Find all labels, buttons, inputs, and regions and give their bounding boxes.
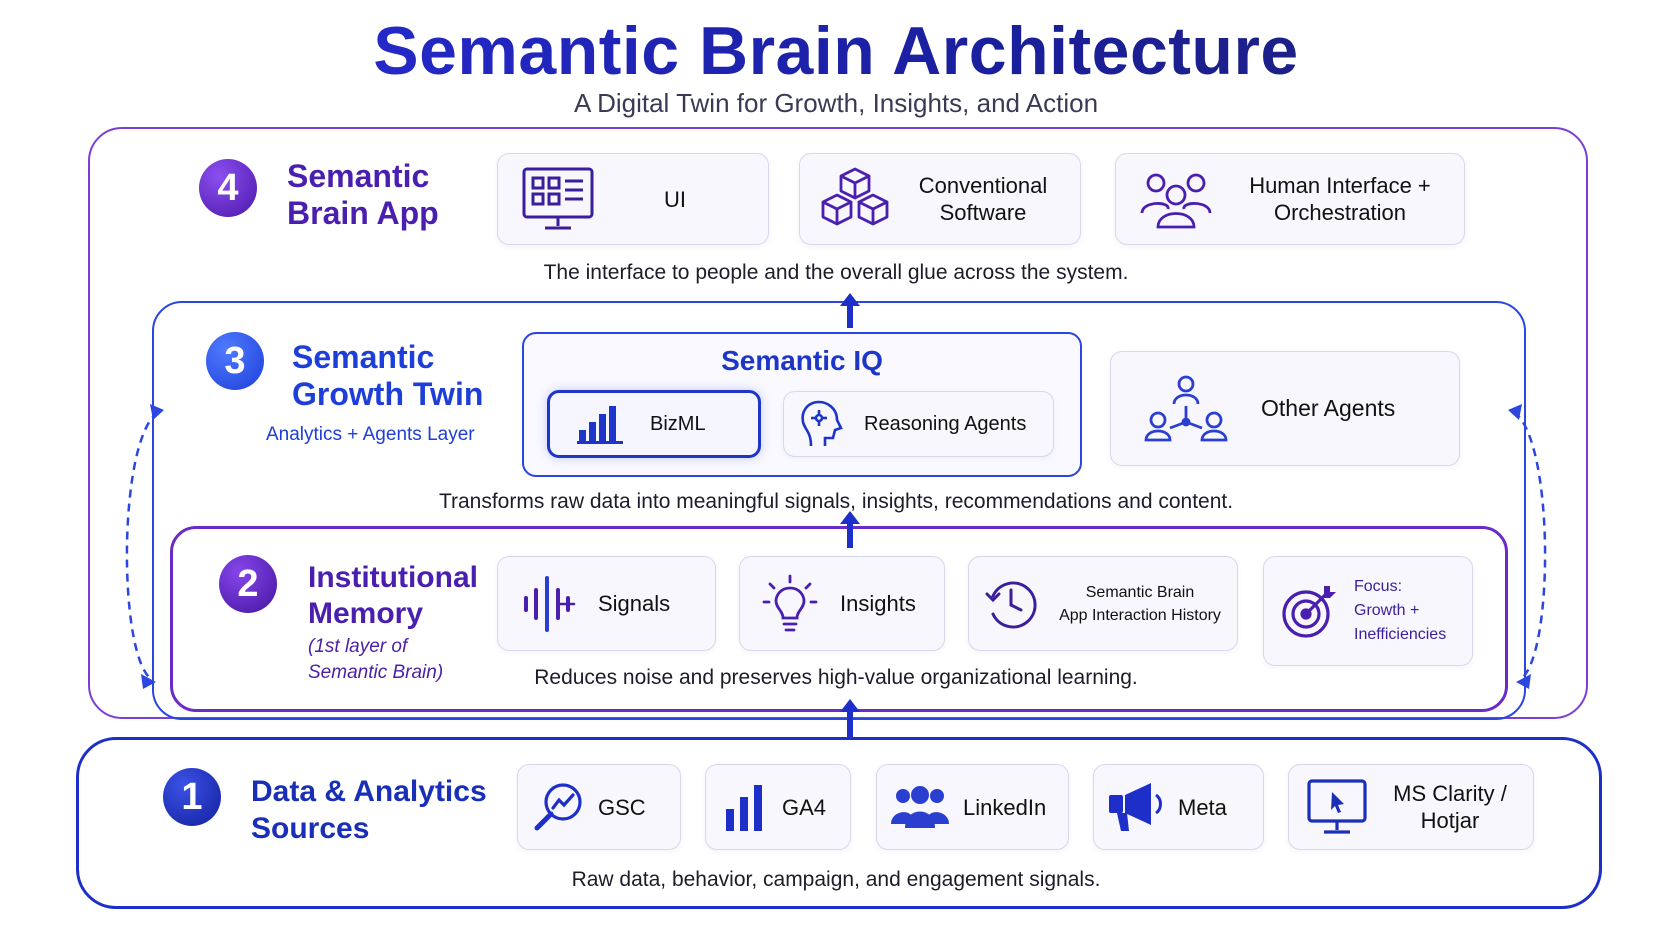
other-agents-card[interactable]: Other Agents [1110, 351, 1460, 466]
layer-3-subtitle: Analytics + Agents Layer [266, 424, 475, 445]
feedback-loop-left [125, 404, 164, 689]
bizml-card[interactable]: BizML [547, 390, 761, 458]
semantic-iq-title: Semantic IQ [721, 345, 883, 376]
conventional-software-card[interactable]: Conventional Software [799, 153, 1081, 245]
arrow-up-icon [840, 293, 860, 328]
focus-label: Focus: Growth + Inefficiencies [1354, 578, 1447, 643]
people-group-icon [1116, 169, 1236, 229]
layer-3-description: Transforms raw data into meaningful sign… [438, 490, 1234, 513]
layer-2-description: Reduces noise and preserves high-value o… [534, 666, 1138, 689]
meta-label: Meta [1178, 794, 1227, 820]
bizml-label: BizML [650, 412, 706, 435]
page-title: Semantic Brain Architecture [0, 12, 1672, 90]
focus-card[interactable]: Focus: Growth + Inefficiencies [1263, 556, 1473, 666]
layer-1-frame [76, 737, 1602, 909]
interaction-history-label: Semantic Brain App Interaction History [1059, 583, 1221, 624]
people-icon [877, 786, 963, 828]
megaphone-icon [1094, 781, 1178, 833]
meta-card[interactable]: Meta [1093, 764, 1264, 850]
layer-2-title: Institutional Memory [308, 561, 478, 630]
feedback-loop-right [1508, 404, 1547, 689]
history-clock-icon [969, 576, 1053, 632]
ga4-label: GA4 [782, 794, 827, 820]
ga4-card[interactable]: GA4 [705, 764, 851, 850]
page-subtitle: A Digital Twin for Growth, Insights, and… [573, 88, 1099, 118]
agent-network-icon [1111, 374, 1261, 444]
linkedin-label: LinkedIn [963, 794, 1047, 820]
signals-card[interactable]: Signals [497, 556, 716, 651]
interaction-history-card[interactable]: Semantic Brain App Interaction History [968, 556, 1238, 651]
layer-1-description: Raw data, behavior, campaign, and engage… [571, 868, 1101, 891]
waveform-icon [498, 575, 598, 632]
reasoning-agents-label: Reasoning Agents [864, 412, 1027, 435]
monitor-cursor-icon [1289, 778, 1385, 836]
ui-card[interactable]: UI [497, 153, 769, 245]
other-agents-label: Other Agents [1261, 395, 1396, 421]
layer-2-frame [170, 526, 1508, 712]
conventional-software-label: Conventional Software [918, 173, 1048, 225]
layer-1-title: Data & Analytics Sources [251, 775, 487, 845]
layer-3-frame [152, 301, 1526, 720]
search-trend-icon [518, 780, 598, 834]
ui-label: UI [664, 186, 686, 212]
ms-clarity-card[interactable]: MS Clarity / Hotjar [1288, 764, 1534, 850]
layer-3-badge: 3 [206, 332, 264, 390]
arrow-up-icon [840, 699, 860, 738]
layer-2-badge: 2 [219, 555, 277, 613]
signals-label: Signals [598, 591, 671, 616]
layer-3-title: Semantic Growth Twin [292, 339, 484, 412]
monitor-dashboard-icon [498, 166, 618, 232]
ms-clarity-label: MS Clarity / Hotjar [1393, 781, 1507, 833]
layer-4-title: Semantic Brain App [287, 158, 439, 231]
cubes-icon [800, 165, 910, 233]
insights-card[interactable]: Insights [739, 556, 945, 651]
target-icon [1264, 582, 1354, 640]
arrow-up-icon [840, 511, 860, 548]
bar-chart-icon [550, 404, 650, 444]
human-interface-card[interactable]: Human Interface + Orchestration [1115, 153, 1465, 245]
linkedin-card[interactable]: LinkedIn [876, 764, 1069, 850]
bar-chart-icon [706, 783, 782, 831]
layer-4-badge: 4 [199, 159, 257, 217]
reasoning-agents-card[interactable]: Reasoning Agents [783, 391, 1054, 457]
gsc-label: GSC [598, 794, 646, 820]
layer-2-subtitle: (1st layer of Semantic Brain) [308, 636, 444, 683]
gsc-card[interactable]: GSC [517, 764, 681, 850]
layer-4-description: The interface to people and the overall … [543, 261, 1129, 284]
brain-head-icon [784, 400, 864, 448]
insights-label: Insights [840, 591, 916, 616]
lightbulb-icon [740, 574, 840, 634]
layer-1-badge: 1 [163, 768, 221, 826]
human-interface-label: Human Interface + Orchestration [1249, 173, 1431, 225]
